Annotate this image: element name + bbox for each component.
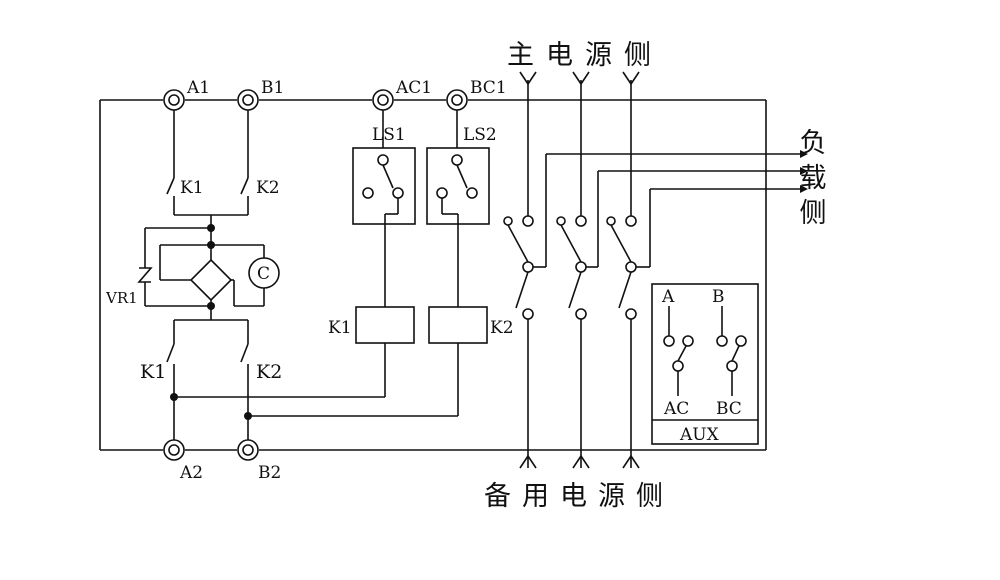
backup-power-side-heading: 备用电源侧: [484, 481, 674, 512]
coil-k1-label: K1: [328, 318, 352, 338]
terminal-bc1-label: BC1: [470, 78, 507, 98]
coil-k2-label: K2: [490, 318, 514, 338]
contact-k1-upper-label: K1: [180, 178, 204, 198]
outer-frame-wires: [99, 99, 767, 451]
terminal-ac1-label: AC1: [395, 78, 432, 98]
transfer-switch-poles: [503, 71, 808, 469]
contact-k2-lower-label: K2: [256, 361, 282, 383]
aux-title: AUX: [679, 425, 720, 445]
rectifier-circuit: VR1 C: [105, 215, 280, 320]
terminal-bc1: BC1: [446, 78, 507, 111]
coil-k1: K1: [174, 224, 415, 398]
aux-bc-label: BC: [716, 399, 742, 419]
limit-switch-ls1: LS1: [352, 110, 416, 225]
contact-k2-upper-label: K2: [256, 178, 280, 198]
aux-b-label: B: [712, 287, 725, 307]
main-power-side-heading: 主电源侧: [507, 40, 663, 71]
aux-a-label: A: [661, 287, 675, 307]
aux-ac-label: AC: [663, 399, 689, 419]
rectifier-bridge: [189, 258, 233, 302]
ls1-label: LS1: [372, 125, 406, 145]
terminal-b2: B2: [237, 439, 281, 483]
load-side-heading: 负载侧: [795, 128, 827, 233]
coil-k2: K2: [248, 224, 514, 417]
terminal-b1-label: B1: [261, 78, 284, 98]
lower-contacts: K1 K2: [140, 319, 282, 440]
upper-contacts: K1 K2: [166, 110, 280, 216]
varistor-label: VR1: [105, 289, 138, 307]
contact-k1-lower-label: K1: [140, 361, 166, 383]
terminal-a2-label: A2: [179, 463, 203, 483]
terminal-ac1: AC1: [372, 78, 432, 111]
ls2-label: LS2: [463, 125, 497, 145]
capacitor-label: C: [257, 264, 270, 284]
limit-switch-ls2: LS2: [426, 110, 497, 225]
terminal-a1: A1: [163, 78, 210, 111]
terminal-b2-label: B2: [258, 463, 281, 483]
terminal-b1: B1: [237, 78, 284, 111]
terminal-a2: A2: [163, 439, 203, 483]
terminal-a1-label: A1: [186, 78, 210, 98]
aux-block: A B AC BC AUX: [651, 283, 759, 445]
